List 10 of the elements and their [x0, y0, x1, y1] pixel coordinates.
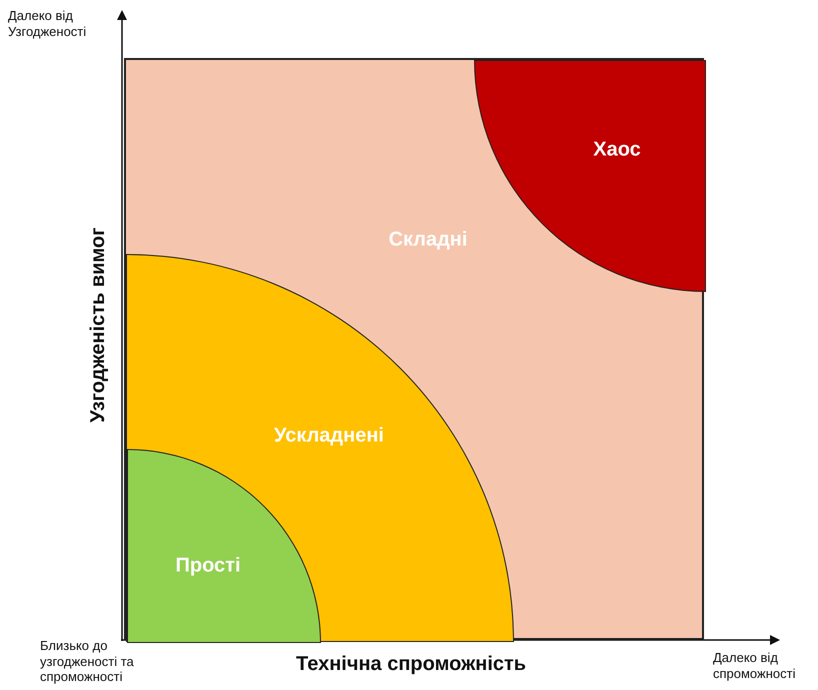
region-label: Ускладнені — [274, 424, 384, 448]
complex-region — [124, 58, 704, 640]
region-label: Хаос — [593, 138, 641, 162]
axis-title: Узгодженість вимог — [86, 227, 110, 423]
axis-end-label: Далеко від Узгодженості — [8, 8, 88, 40]
axis-title: Технічна спроможність — [296, 652, 528, 676]
axis-end-label: Далеко від спроможності — [713, 650, 796, 682]
region-label: Складні — [388, 228, 468, 252]
axis-origin-label: Близько до узгодженості та спроможності — [40, 638, 135, 685]
region-label: Прості — [175, 554, 241, 578]
